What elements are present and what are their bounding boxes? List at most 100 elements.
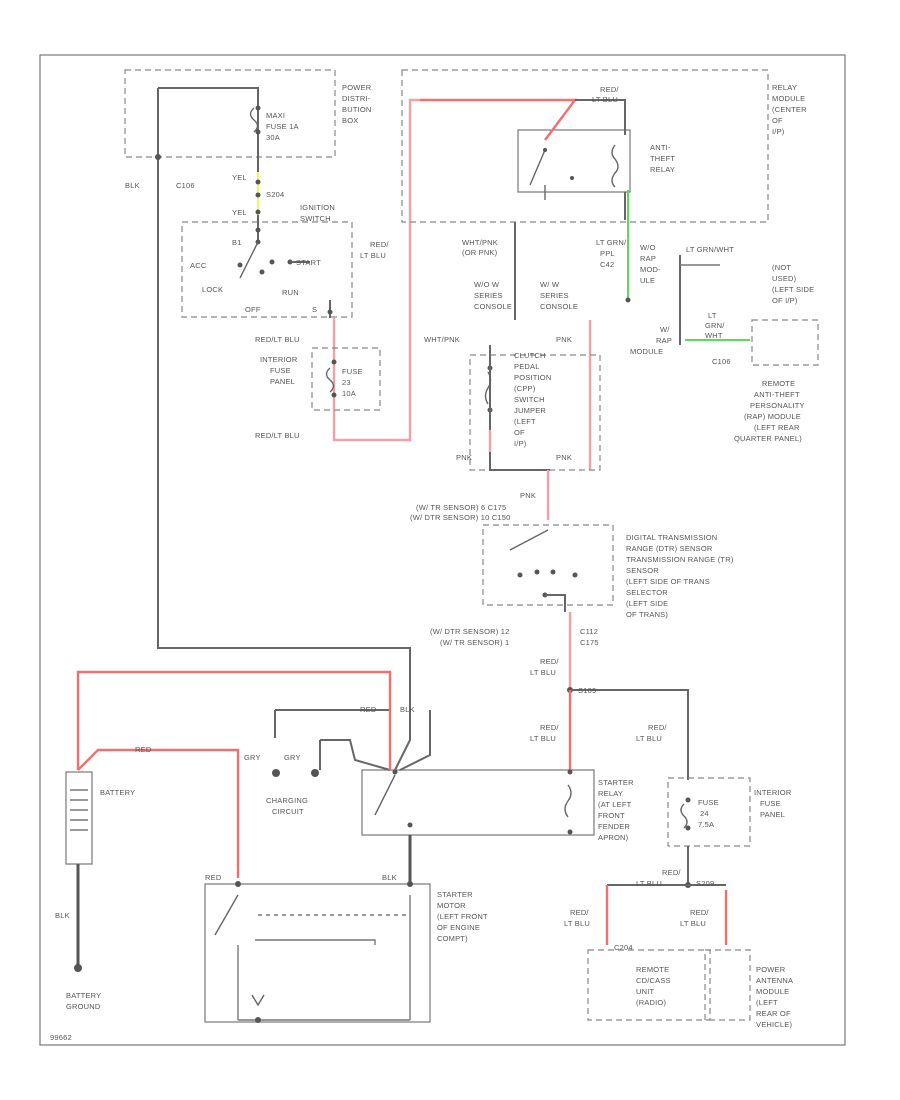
label-ign-run: RUN	[282, 288, 299, 297]
label-yel-bottom: YEL	[232, 208, 247, 217]
label-clutch-switch: CLUTCH PEDAL POSITION (CPP) SWITCH JUMPE…	[514, 351, 554, 448]
label-redltblu-ifp: RED/LT BLU	[255, 335, 300, 344]
label-wire-red-motor: RED	[205, 873, 222, 882]
label-c106b: C106	[712, 357, 731, 366]
label-yel-top: YEL	[232, 173, 247, 182]
label-c106: C106	[176, 181, 195, 190]
label-red-ltblu-right: RED/ LT BLU	[636, 723, 669, 743]
red-ltblu-ignition-wire	[332, 98, 420, 442]
label-wire-gry1: GRY	[244, 753, 261, 762]
label-remote-antitheft: REMOTE ANTI-THEFT PERSONALITY (RAP) MODU…	[734, 379, 807, 443]
label-dtr-sensor-top: (W/ DTR SENSOR) 10 C150	[410, 513, 510, 522]
label-series-console: W/ W SERIES CONSOLE	[540, 280, 578, 311]
label-s209: S209	[696, 879, 714, 888]
label-ign-off: OFF	[245, 305, 261, 314]
label-wb-module: W/O RAP MOD- ULE	[640, 243, 663, 285]
label-s109: S109	[578, 686, 596, 695]
blk-wire-left	[157, 88, 411, 680]
starter-relay-box	[361, 769, 595, 836]
label-tr-sensor-bottom: (W/ TR SENSOR) 1	[440, 638, 509, 647]
power-distribution-box	[124, 69, 336, 158]
label-blk-ground: BLK	[55, 911, 70, 920]
red-ltblu-relay-wire	[420, 98, 578, 141]
label-lt-grn-wht2: LT GRN/ WHT	[705, 311, 727, 340]
fuse-24-symbol	[680, 803, 688, 829]
interior-fuse-panel-box	[311, 347, 381, 411]
label-ignition-switch: IGNITION SWITCH	[300, 203, 337, 223]
label-red-ltblu-fuse: RED/ LT BLU	[636, 868, 683, 888]
label-c-bottom: C112 C175	[580, 627, 600, 647]
label-relay-wire: RED/ LT BLU	[592, 85, 621, 104]
ignition-switch-box	[181, 221, 353, 318]
label-power-antenna: POWER ANTENNA MODULE (LEFT REAR OF VEHIC…	[756, 965, 795, 1029]
label-ign-acc: ACC	[190, 261, 207, 270]
interior-fuse-panel-2-box	[667, 777, 751, 847]
label-remote-cd: REMOTE CD/CASS UNIT (RADIO)	[636, 965, 673, 1007]
starter-motor-box	[204, 883, 431, 1023]
label-interior-fuse-panel: INTERIOR FUSE PANEL	[260, 355, 300, 386]
label-starter-relay: STARTER RELAY (AT LEFT FRONT FENDER APRO…	[598, 778, 636, 842]
label-ign-run-wire: RED/ LT BLU	[360, 240, 391, 260]
fuse-23-symbol	[325, 367, 335, 393]
dtr-sensor-box	[482, 524, 614, 606]
label-lt-grn-wht: LT GRN/WHT	[686, 245, 734, 254]
figure-id: 99662	[50, 1033, 72, 1042]
label-cpp-pnk-left: PNK	[456, 453, 472, 462]
label-lt-grn-ppl: LT GRN/ PPL C42	[596, 238, 629, 269]
relay-coil-symbol	[611, 144, 619, 188]
label-cpp-pnk-right: PNK	[556, 453, 572, 462]
label-wire-blk-top: BLK	[400, 705, 415, 714]
ignition-switch-contact	[239, 241, 259, 279]
dtr-sensor-contact	[509, 529, 549, 551]
label-floor-console: W/O W SERIES CONSOLE	[474, 280, 512, 311]
label-charging-circuit: CHARGING CIRCUIT	[266, 796, 310, 816]
not-used-box	[751, 319, 819, 366]
label-wire-red-batt: RED	[135, 745, 152, 754]
maxi-fuse-symbol	[249, 107, 259, 133]
label-dtr-desc: DIGITAL TRANSMISSION RANGE (DTR) SENSOR …	[626, 533, 736, 619]
label-wht-pnk-cpp: WHT/PNK	[424, 335, 460, 344]
starter-relay-coil	[564, 784, 572, 818]
label-maxi-fuse: MAXI FUSE 1A 30A	[266, 111, 301, 142]
anti-theft-relay-contact	[529, 149, 546, 186]
label-ign-start: START	[296, 258, 321, 267]
label-anti-theft-relay: ANTI- THEFT RELAY	[650, 143, 677, 174]
label-starter-motor: STARTER MOTOR (LEFT FRONT OF ENGINE COMP…	[437, 890, 490, 943]
label-battery: BATTERY	[100, 788, 135, 797]
maxi-fuse-wire	[158, 87, 259, 157]
label-fuse-24: FUSE 24 7.5A	[698, 798, 721, 829]
power-antenna-box	[704, 949, 751, 1021]
label-relay-module: RELAY MODULE (CENTER OF I/P)	[772, 83, 809, 136]
label-ign-lock: LOCK	[202, 285, 223, 294]
blk-relay-wire	[399, 710, 431, 771]
relay-module-box	[401, 69, 769, 223]
label-wht-pnk: WHT/PNK (OR PNK)	[462, 238, 500, 257]
label-red-ltblu-remote: RED/ LT BLU	[564, 908, 591, 928]
red-battery-top-wire	[76, 670, 392, 770]
label-tr-sensor-top: (W/ TR SENSOR) 6 C175	[416, 503, 506, 512]
label-wire-red-top: RED	[360, 705, 377, 714]
label-c204: C204	[614, 943, 633, 952]
label-fuse-23: FUSE 23 10A	[342, 367, 365, 398]
label-ign-b1: B1	[232, 238, 242, 247]
starter-motor-contact	[214, 894, 239, 936]
starter-relay-contact	[374, 774, 396, 816]
label-interior-fuse-panel2: INTERIOR FUSE PANEL	[754, 788, 794, 819]
red-battery-motor-wire	[77, 748, 240, 878]
label-rap-module: W/ RAP MODULE	[630, 325, 674, 356]
remote-cd-box	[587, 949, 711, 1021]
diagram-frame	[39, 54, 846, 1046]
label-wire-gry2: GRY	[284, 753, 301, 762]
label-dtr-sensor-bottom: (W/ DTR SENSOR) 12	[430, 627, 509, 636]
label-redltblu-bottom: RED/LT BLU	[255, 431, 300, 440]
label-red-ltblu-mid: RED/ LT BLU	[530, 657, 561, 677]
label-wire-blk-motor: BLK	[382, 873, 397, 882]
label-pnk-tr: PNK	[520, 491, 536, 500]
anti-theft-relay-box	[517, 129, 631, 193]
label-power-box: POWER DISTRI- BUTION BOX	[342, 83, 374, 125]
label-red-ltblu-antenna: RED/ LT BLU	[680, 908, 711, 928]
label-battery-ground: BATTERY GROUND	[66, 991, 103, 1011]
label-s204: S204	[266, 190, 284, 199]
label-ign-s: S	[312, 305, 317, 314]
